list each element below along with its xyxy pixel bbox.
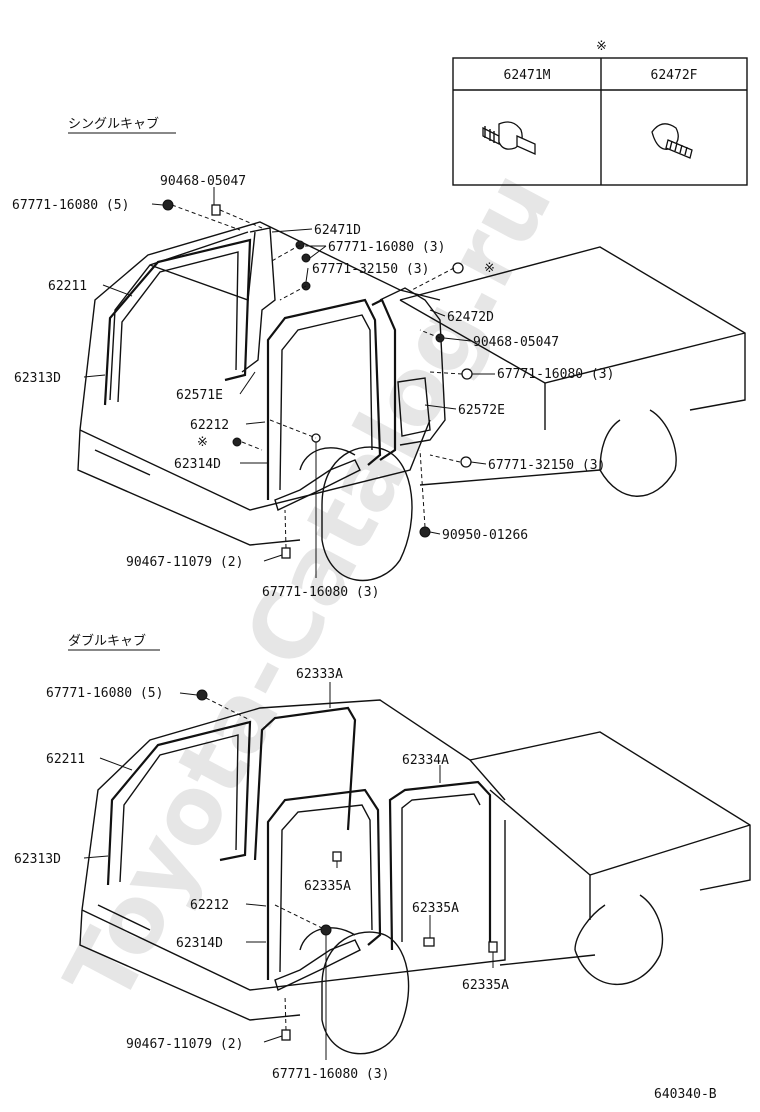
label-62212: 62212 xyxy=(190,898,229,913)
fastener-table: ※ 62471M 62472F xyxy=(452,39,748,186)
double-cab-section: ダブルキャブ xyxy=(14,633,751,1082)
single-back-panel-62572E xyxy=(397,377,431,437)
label-67771-16080-5: 67771-16080 (5) xyxy=(12,198,129,213)
clip-icon xyxy=(281,547,291,559)
double-front-door-inner xyxy=(279,804,373,973)
double-roof-molding-62211 xyxy=(106,720,252,886)
double-cab-title: ダブルキャブ xyxy=(68,633,146,649)
label-90468-05047-b: 90468-05047 xyxy=(473,335,559,350)
single-cab-section: シングルキャブ xyxy=(12,116,746,600)
label-67771-16080-3: 67771-16080 (3) xyxy=(328,240,445,255)
double-install-lines xyxy=(205,697,323,1031)
label-90467-11079-2: 90467-11079 (2) xyxy=(126,555,243,570)
single-pillar-62571E xyxy=(241,227,276,373)
clip-icon xyxy=(332,851,342,862)
label-62211: 62211 xyxy=(46,752,85,767)
label-67771-16080-3-b: 67771-16080 (3) xyxy=(497,367,614,382)
clip-icon xyxy=(232,437,242,447)
clip-icon xyxy=(211,204,221,216)
label-67771-16080-3-c: 67771-16080 (3) xyxy=(262,585,379,600)
label-62471D: 62471D xyxy=(314,223,361,238)
label-67771-16080-3: 67771-16080 (3) xyxy=(272,1067,389,1082)
table-header-62472F: 62472F xyxy=(651,68,698,83)
label-67771-32150-3: 67771-32150 (3) xyxy=(312,262,429,277)
label-90467-11079-2: 90467-11079 (2) xyxy=(126,1037,243,1052)
single-leader-lines xyxy=(83,187,495,578)
label-62472D: 62472D xyxy=(447,310,494,325)
double-windshield-inner xyxy=(119,734,239,883)
single-truck-bed xyxy=(399,246,746,497)
clip-icon xyxy=(320,924,332,936)
clip-icon xyxy=(281,1029,291,1041)
clip-icon xyxy=(461,368,473,380)
label-62212: 62212 xyxy=(190,418,229,433)
table-border xyxy=(452,57,748,186)
double-seal-62334A xyxy=(388,780,492,951)
single-cab-title: シングルキャブ xyxy=(68,116,159,132)
single-back-panel-62472D xyxy=(379,287,446,446)
label-90950-01266: 90950-01266 xyxy=(442,528,528,543)
label-62333A: 62333A xyxy=(296,667,343,682)
double-front-door-frame xyxy=(266,788,382,980)
clip-icon xyxy=(301,253,311,263)
clip-icon xyxy=(452,262,464,274)
table-header-62471M: 62471M xyxy=(504,68,551,83)
double-fasteners xyxy=(196,689,498,1041)
label-90468-05047: 90468-05047 xyxy=(160,174,246,189)
double-leader-lines xyxy=(83,682,494,1060)
single-cab-body xyxy=(77,221,441,582)
label-62314D: 62314D xyxy=(176,936,223,951)
clip-icon xyxy=(423,937,435,947)
diagram-code: 640340-B xyxy=(654,1087,717,1102)
single-fasteners xyxy=(162,199,473,559)
clip-icon xyxy=(460,456,472,468)
screw-62472F-icon xyxy=(651,123,693,159)
double-truck-bed xyxy=(469,731,751,986)
single-install-lines xyxy=(171,204,463,549)
label-note-mark: ※ xyxy=(484,261,495,276)
label-62313D: 62313D xyxy=(14,371,61,386)
single-door-inner xyxy=(279,314,373,491)
label-note-mark-2: ※ xyxy=(197,435,208,450)
double-seal-62333A xyxy=(253,706,357,861)
double-lower-garnish xyxy=(274,939,361,991)
label-62335A-a: 62335A xyxy=(304,879,351,894)
single-lower-garnish xyxy=(274,459,361,511)
clip-icon xyxy=(162,199,174,211)
double-rear-door-inner xyxy=(401,793,481,942)
label-62571E: 62571E xyxy=(176,388,223,403)
single-door-rear-seal xyxy=(371,298,397,461)
label-62335A-b: 62335A xyxy=(412,901,459,916)
label-62572E: 62572E xyxy=(458,403,505,418)
double-cab-body xyxy=(79,699,506,1055)
clip-icon xyxy=(196,689,208,701)
label-62335A-c: 62335A xyxy=(462,978,509,993)
clip-icon xyxy=(488,941,498,953)
clip-icon xyxy=(419,526,431,538)
single-windshield-inner xyxy=(117,251,239,403)
label-67771-16080-5: 67771-16080 (5) xyxy=(46,686,163,701)
label-62314D: 62314D xyxy=(174,457,221,472)
table-note-mark: ※ xyxy=(596,39,607,54)
clip-62471M-icon xyxy=(482,121,536,156)
single-door-frame xyxy=(266,298,382,500)
single-roof-molding-62211 xyxy=(103,238,252,406)
label-62334A: 62334A xyxy=(402,753,449,768)
label-62313D: 62313D xyxy=(14,852,61,867)
label-67771-32150-3-b: 67771-32150 (3) xyxy=(488,458,605,473)
label-62211: 62211 xyxy=(48,279,87,294)
